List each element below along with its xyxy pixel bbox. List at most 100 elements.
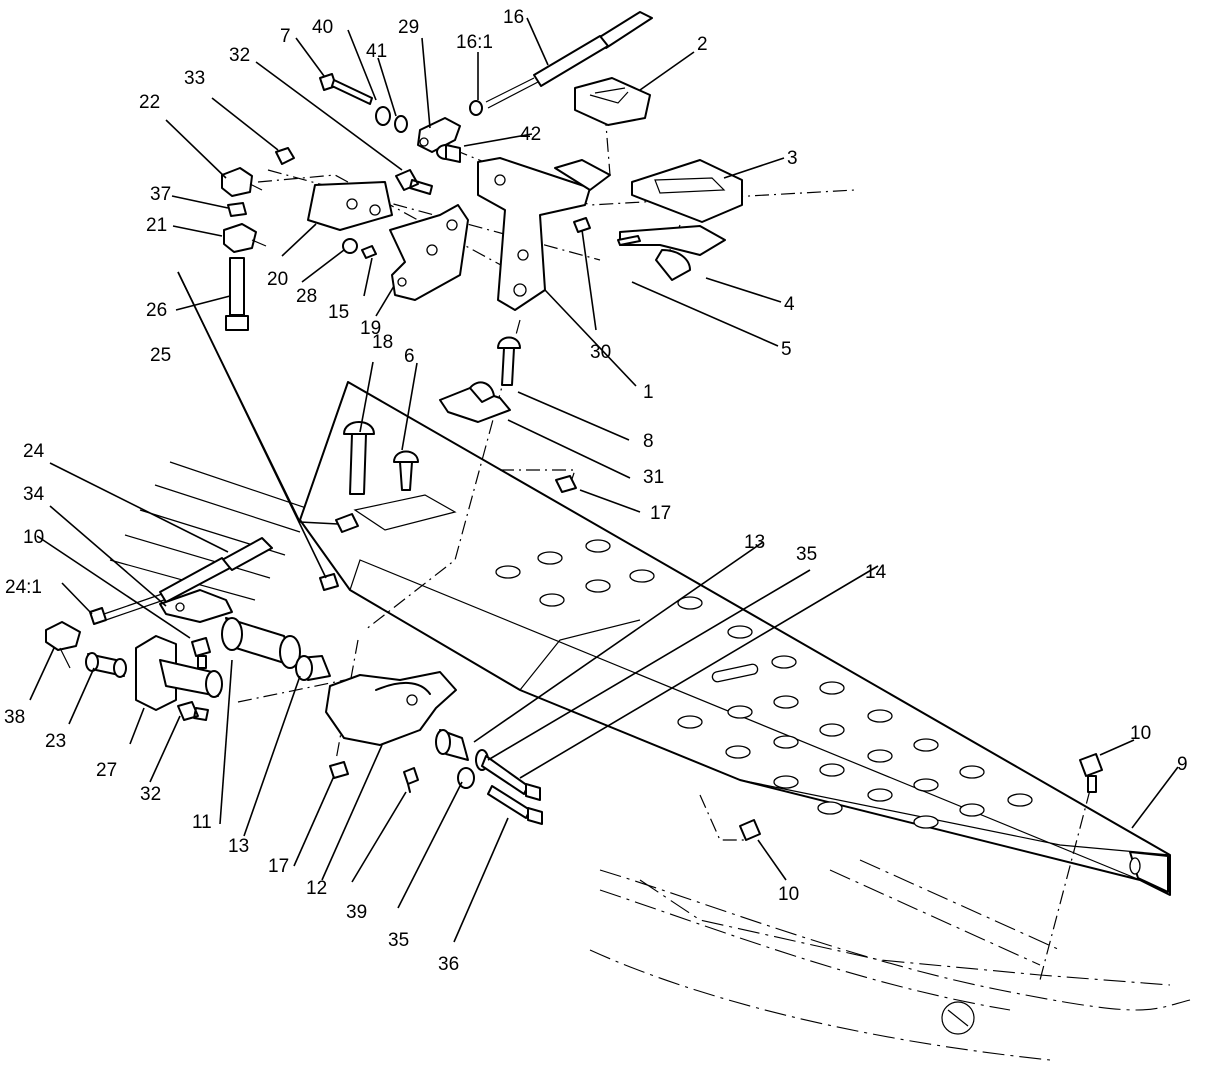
callout-21: 21 (146, 215, 167, 236)
callout-42: 42 (520, 124, 541, 145)
callout-9: 9 (1177, 754, 1188, 775)
callout-23: 23 (45, 731, 66, 752)
carriage-bolt-6 (393, 450, 419, 491)
callout-20: 20 (267, 269, 288, 290)
callout-17-left: 17 (268, 856, 289, 877)
tube-11 (221, 617, 301, 669)
callout-6: 6 (404, 346, 415, 367)
clip-34 (159, 589, 233, 623)
rod-end-38 (45, 621, 81, 669)
callout-4: 4 (784, 294, 795, 315)
callout-24: 24 (23, 441, 45, 462)
lever-12 (325, 671, 457, 746)
washer-41 (394, 115, 408, 133)
callout-25: 25 (150, 345, 171, 366)
rod-end-22 (221, 167, 263, 197)
callout-14: 14 (865, 562, 887, 583)
callout-1: 1 (643, 382, 654, 403)
callout-10-right: 10 (1130, 723, 1151, 744)
washer-40 (375, 106, 391, 126)
cable-24 (103, 537, 273, 621)
callout-11: 11 (192, 812, 212, 833)
callout-32-upper: 32 (229, 45, 250, 66)
callout-39: 39 (346, 902, 367, 923)
plate-holes (495, 539, 1033, 829)
nut-17-lower (329, 761, 349, 779)
callout-35-right: 35 (796, 544, 817, 565)
bolt-10-bottom (739, 819, 761, 841)
callout-26: 26 (146, 300, 167, 321)
callout-22: 22 (139, 92, 160, 113)
bolt-14 (481, 755, 541, 801)
bolt-32-upper (395, 169, 433, 195)
callout-19: 19 (360, 318, 381, 339)
carriage-bolt-18 (343, 421, 375, 495)
callout-41: 41 (366, 41, 387, 62)
nut-33 (275, 147, 295, 165)
callout-8: 8 (643, 431, 654, 452)
callout-18: 18 (372, 332, 393, 353)
spacer-42 (436, 144, 461, 163)
callout-16-1: 16:1 (456, 32, 493, 53)
leader-lines (29, 17, 1179, 943)
nut-25-upper (335, 513, 359, 533)
callout-37: 37 (150, 184, 171, 205)
callout-10-bottom: 10 (778, 884, 799, 905)
nut-17-upper (555, 475, 577, 493)
callout-16: 16 (503, 7, 524, 28)
washer-28 (342, 238, 358, 254)
callout-2: 2 (697, 34, 708, 55)
lever-plate-19 (389, 204, 469, 301)
bolt-7 (319, 73, 373, 105)
callout-38: 38 (4, 707, 25, 728)
bracket-20 (307, 181, 393, 231)
pedal-pad-3 (631, 159, 743, 223)
pedal-bracket (477, 157, 611, 311)
nut-15 (361, 245, 377, 259)
pedal-pad-2 (574, 77, 651, 126)
callout-31: 31 (643, 467, 664, 488)
carriage-bolt-8 (497, 336, 521, 386)
callout-12: 12 (306, 878, 327, 899)
strap (353, 494, 457, 531)
callout-35-left: 35 (388, 930, 409, 951)
nut-37 (227, 202, 247, 217)
foot-plate (299, 381, 1171, 896)
callout-32-lower: 32 (140, 784, 161, 805)
callout-3: 3 (787, 148, 798, 169)
callout-36: 36 (438, 954, 459, 975)
callout-7: 7 (280, 26, 291, 47)
bushing-13-right (435, 729, 469, 761)
callout-5: 5 (781, 339, 792, 360)
callout-34: 34 (23, 484, 45, 505)
background-lines (109, 461, 319, 601)
callout-10-left: 10 (23, 527, 44, 548)
callout-labels: 1 2 3 4 5 6 7 8 9 10 10 10 10 11 12 13 1… (4, 7, 1188, 975)
bolt-26 (225, 257, 249, 331)
callout-13-left: 13 (228, 836, 249, 857)
callout-17-right: 17 (650, 503, 671, 524)
nut-25-lower (319, 573, 339, 591)
nut-24-1 (89, 607, 107, 625)
callout-28: 28 (296, 286, 317, 307)
bracket-27 (135, 635, 223, 711)
rod-end-21 (223, 223, 267, 253)
bolt-36 (487, 785, 543, 825)
callout-15: 15 (328, 302, 349, 323)
callout-29: 29 (398, 17, 419, 38)
bolt-10-left (191, 637, 211, 669)
callout-13-right: 13 (744, 532, 765, 553)
callout-30: 30 (590, 342, 611, 363)
pedal-arm-4 (619, 225, 726, 281)
bolt-32-lower (177, 701, 209, 721)
callout-33: 33 (184, 68, 205, 89)
cable-16 (469, 11, 653, 116)
bushing-13-left (295, 655, 331, 681)
grease-fitting-39 (403, 767, 419, 793)
pin-5 (617, 235, 641, 246)
bolt-10-right (1079, 753, 1103, 793)
callout-40: 40 (312, 17, 333, 38)
clamp-31 (439, 381, 511, 423)
callout-24-1: 24:1 (5, 577, 42, 598)
